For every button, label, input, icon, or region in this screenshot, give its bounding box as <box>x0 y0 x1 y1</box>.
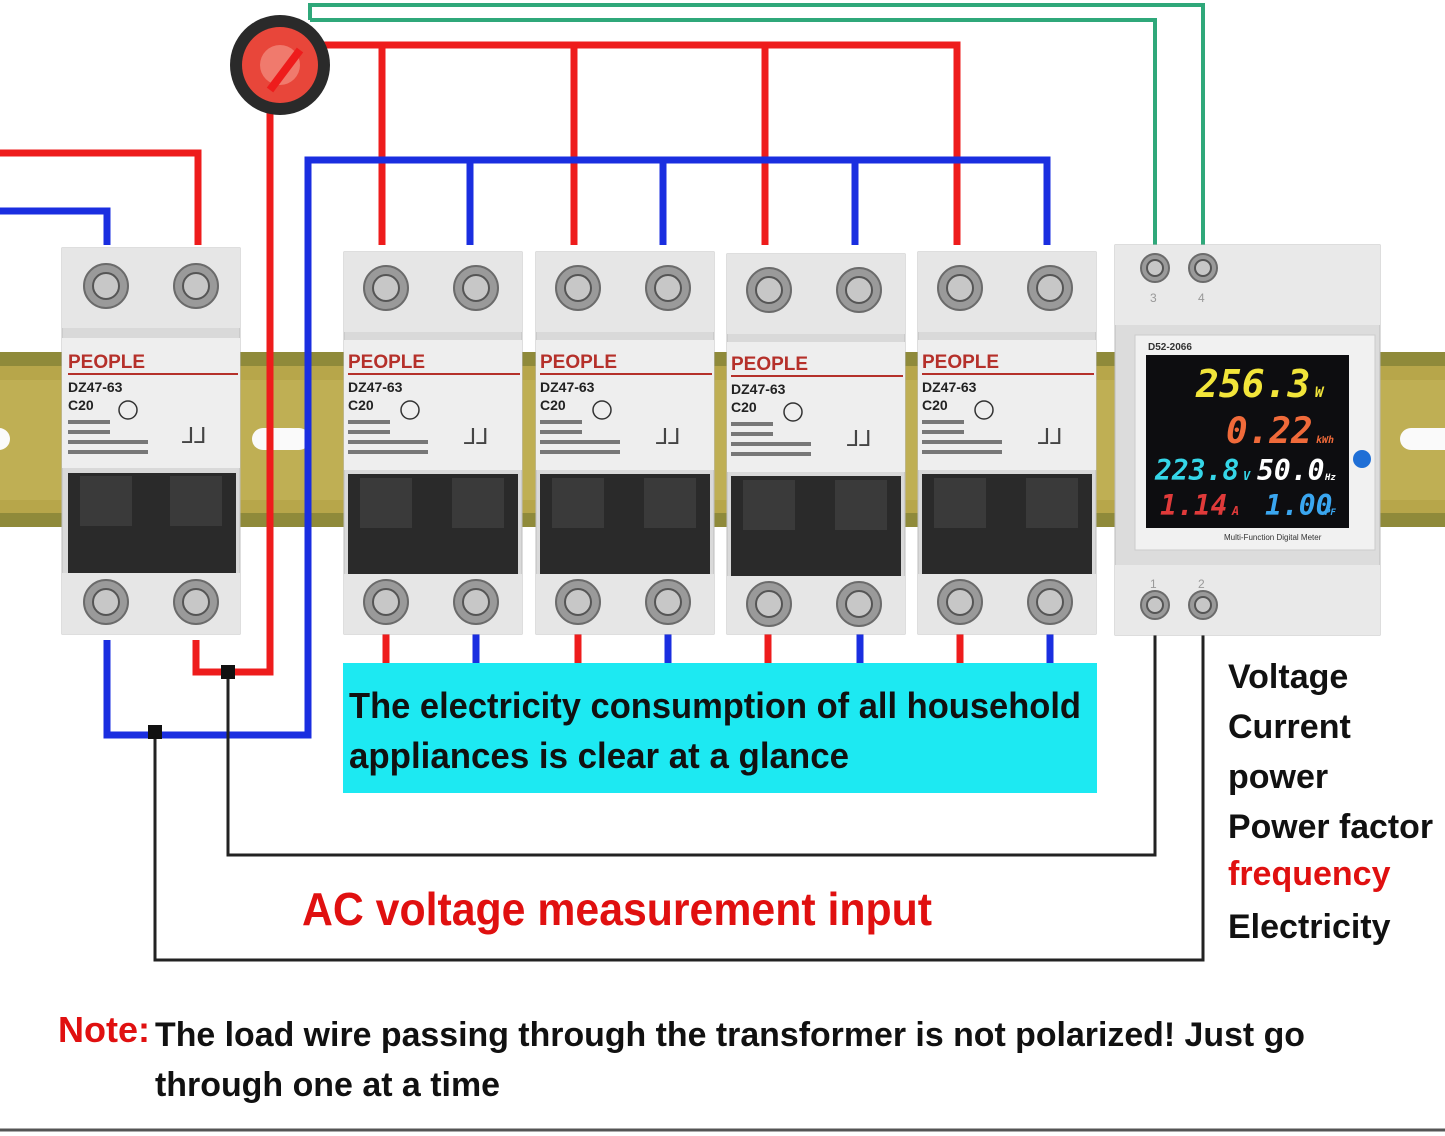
ac-input-label: AC voltage measurement input <box>302 883 932 935</box>
frequency-reading: 50.0 <box>1257 454 1324 487</box>
feature-current: Current <box>1228 708 1351 746</box>
circuit-breaker-3: PEOPLE DZ47-63 C20 ⅃⅃ <box>726 253 906 635</box>
power-unit: W <box>1315 385 1325 401</box>
meter-model: D52-2066 <box>1148 342 1192 353</box>
feature-voltage: Voltage <box>1228 658 1348 696</box>
meter-lcd-screen <box>1146 355 1349 528</box>
callout-line-1: The electricity consumption of all house… <box>349 685 1081 726</box>
neutral-wire-supply <box>0 207 111 245</box>
live-wire-supply <box>0 149 202 245</box>
note-prefix: Note: <box>58 1009 150 1050</box>
current-unit: A <box>1231 504 1239 518</box>
breaker-rating: C20 <box>348 397 374 413</box>
terminal-label: 3 <box>1150 291 1157 305</box>
circuit-breaker-4: PEOPLE DZ47-63 C20 ⅃⅃ <box>917 251 1097 635</box>
feature-frequency: frequency <box>1228 855 1391 893</box>
svg-text:⅃⅃: ⅃⅃ <box>182 423 207 448</box>
power-factor-reading: 1.00 <box>1265 489 1332 522</box>
breaker-rating: C20 <box>68 397 94 413</box>
breaker-rating: C20 <box>540 397 566 413</box>
voltage-unit: V <box>1243 469 1251 483</box>
breaker-row: PEOPLE DZ47-63 C20 ⅃⅃ PEOPLE DZ47-63 <box>61 247 1097 635</box>
feature-power-factor: Power factor <box>1228 808 1433 846</box>
measure-wire-1 <box>226 625 1157 857</box>
callout-line-2: appliances is clear at a glance <box>349 735 849 776</box>
breaker-brand: PEOPLE <box>540 352 617 373</box>
neutral-wire-bus <box>103 156 1051 739</box>
breaker-brand: PEOPLE <box>922 352 999 373</box>
sense-wire-3 <box>310 18 1157 250</box>
svg-text:⅃⅃: ⅃⅃ <box>464 424 489 449</box>
breaker-brand: PEOPLE <box>348 352 425 373</box>
digital-meter: 3 4 1 2 D52-2066 256.3 W 0.22 kWh 223.8 … <box>1114 244 1381 636</box>
meter-button[interactable] <box>1353 450 1371 468</box>
circuit-breaker-main: PEOPLE DZ47-63 C20 ⅃⅃ <box>61 247 241 635</box>
svg-text:⅃⅃: ⅃⅃ <box>1038 424 1063 449</box>
breaker-brand: PEOPLE <box>731 354 808 375</box>
breaker-brand: PEOPLE <box>68 352 145 373</box>
terminal-label: 2 <box>1198 577 1205 591</box>
energy-reading: 0.22 <box>1226 411 1313 452</box>
sense-wire-4 <box>308 3 1205 250</box>
circuit-breaker-2: PEOPLE DZ47-63 C20 ⅃⅃ <box>535 251 715 635</box>
note: Note: The load wire passing through the … <box>58 1009 1305 1104</box>
feature-list: Voltage Current power Power factor frequ… <box>1228 658 1433 946</box>
wiring <box>0 3 1205 962</box>
note-line-2: through one at a time <box>155 1066 500 1104</box>
terminal-label: 1 <box>1150 577 1157 591</box>
current-transformer-ring <box>230 15 330 115</box>
callout-box: The electricity consumption of all house… <box>343 663 1097 793</box>
power-factor-unit: PF <box>1325 508 1336 518</box>
circuit-breaker-1: PEOPLE DZ47-63 C20 ⅃⅃ <box>343 251 523 635</box>
measure-wire-2 <box>153 625 1205 962</box>
power-reading: 256.3 <box>1195 362 1310 406</box>
breaker-model: DZ47-63 <box>731 381 786 397</box>
screw-icon <box>83 263 219 309</box>
svg-text:⅃⅃: ⅃⅃ <box>656 424 681 449</box>
terminal-label: 4 <box>1198 291 1205 305</box>
breaker-model: DZ47-63 <box>922 379 977 395</box>
breaker-rating: C20 <box>731 399 757 415</box>
frequency-unit: Hz <box>1324 473 1336 483</box>
live-wire-bus <box>192 41 961 676</box>
feature-electricity: Electricity <box>1228 908 1391 946</box>
note-line-1: The load wire passing through the transf… <box>155 1016 1305 1054</box>
meter-footer: Multi-Function Digital Meter <box>1224 533 1322 542</box>
svg-text:⅃⅃: ⅃⅃ <box>847 426 872 451</box>
breaker-rating: C20 <box>922 397 948 413</box>
breaker-model: DZ47-63 <box>348 379 403 395</box>
breaker-model: DZ47-63 <box>68 379 123 395</box>
voltage-reading: 223.8 <box>1154 454 1239 487</box>
breaker-model: DZ47-63 <box>540 379 595 395</box>
energy-unit: kWh <box>1316 435 1334 446</box>
current-reading: 1.14 <box>1160 489 1227 522</box>
feature-power: power <box>1228 758 1328 796</box>
